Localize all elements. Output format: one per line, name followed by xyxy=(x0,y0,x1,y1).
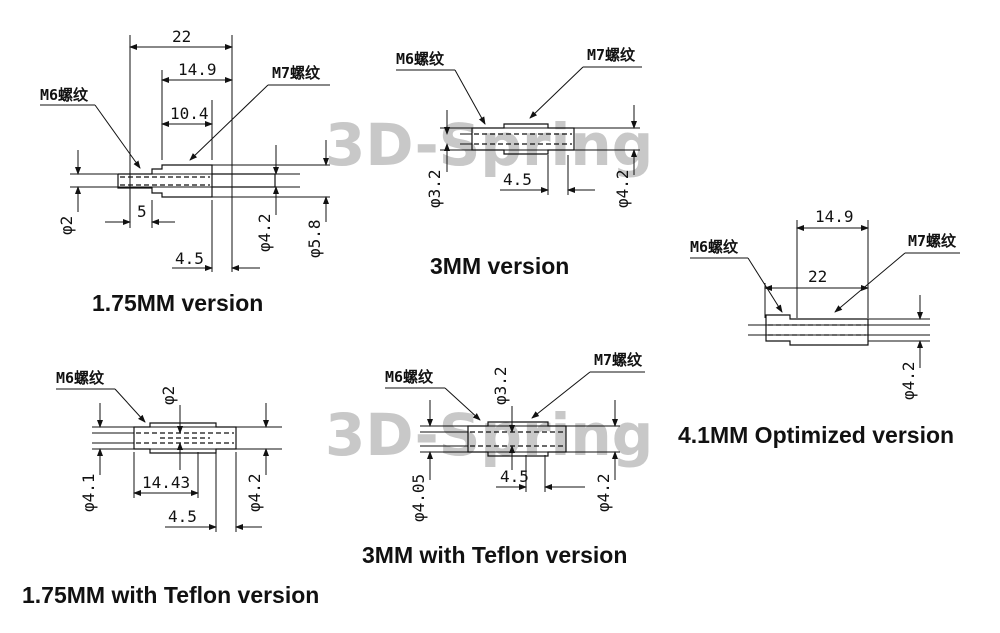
dim-10-4: 10.4 xyxy=(170,104,209,123)
dim-phi-4-2-3mm-teflon: φ4.2 xyxy=(594,473,613,512)
drawing-175mm-teflon: φ2 φ4.1 14.43 4.5 φ4.2 M6螺纹 1.75MM with … xyxy=(22,369,319,608)
dim-phi-4-05: φ4.05 xyxy=(409,474,428,522)
caption-175mm: 1.75MM version xyxy=(92,290,263,316)
dim-4-5-teflon: 4.5 xyxy=(168,507,197,526)
label-m6-thread-3mm: M6螺纹 xyxy=(396,50,445,68)
dim-phi-4-2-3mm: φ4.2 xyxy=(613,169,632,208)
dim-22: 22 xyxy=(172,27,191,46)
drawing-3mm: φ3.2 φ4.2 4.5 M6螺纹 M7螺纹 3MM version xyxy=(396,46,642,279)
dim-phi-3-2: φ3.2 xyxy=(425,169,444,208)
dim-14-43: 14.43 xyxy=(142,473,190,492)
dim-4-5-3mm-teflon: 4.5 xyxy=(500,467,529,486)
dim-5: 5 xyxy=(137,202,147,221)
watermark-bottom: 3D-Spring xyxy=(325,401,653,469)
drawing-41mm: 14.9 22 φ4.2 M6螺纹 M7螺纹 4.1MM Optimized v… xyxy=(678,207,960,448)
dim-4-5: 4.5 xyxy=(175,249,204,268)
label-m7-thread: M7螺纹 xyxy=(272,64,321,82)
label-m6-thread-teflon: M6螺纹 xyxy=(56,369,105,387)
label-m6-thread-3mm-teflon: M6螺纹 xyxy=(385,368,434,386)
caption-41mm: 4.1MM Optimized version xyxy=(678,422,954,448)
dim-phi-5-8: φ5.8 xyxy=(305,219,324,258)
label-m7-thread-3mm: M7螺纹 xyxy=(587,46,636,64)
dim-phi-2-teflon: φ2 xyxy=(159,386,178,405)
dim-phi-4-2-teflon: φ4.2 xyxy=(245,473,264,512)
drawing-3mm-teflon: φ3.2 φ4.05 4.5 φ4.2 M6螺纹 M7螺纹 3MM with T… xyxy=(362,351,645,568)
dim-22-41mm: 22 xyxy=(808,267,827,286)
dim-phi-3-2-teflon: φ3.2 xyxy=(491,366,510,405)
dim-phi-2: φ2 xyxy=(57,216,76,235)
dim-phi-4-2: φ4.2 xyxy=(255,213,274,252)
label-m7-thread-3mm-teflon: M7螺纹 xyxy=(594,351,643,369)
dim-14-9: 14.9 xyxy=(178,60,217,79)
watermark-top: 3D-Spring xyxy=(325,111,653,179)
caption-3mm: 3MM version xyxy=(430,253,569,279)
label-m7-thread-41mm: M7螺纹 xyxy=(908,232,957,250)
dim-phi-4-2-41mm: φ4.2 xyxy=(899,361,918,400)
label-m6-thread: M6螺纹 xyxy=(40,86,89,104)
drawing-175mm: 22 14.9 10.4 5 4.5 φ2 φ4.2 φ5.8 M6螺纹 M7螺… xyxy=(40,27,330,316)
dim-14-9-41mm: 14.9 xyxy=(815,207,854,226)
label-m6-thread-41mm: M6螺纹 xyxy=(690,238,739,256)
dim-4-5-3mm: 4.5 xyxy=(503,170,532,189)
caption-175mm-teflon: 1.75MM with Teflon version xyxy=(22,582,319,608)
caption-3mm-teflon: 3MM with Teflon version xyxy=(362,542,627,568)
dim-phi-4-1: φ4.1 xyxy=(79,473,98,512)
